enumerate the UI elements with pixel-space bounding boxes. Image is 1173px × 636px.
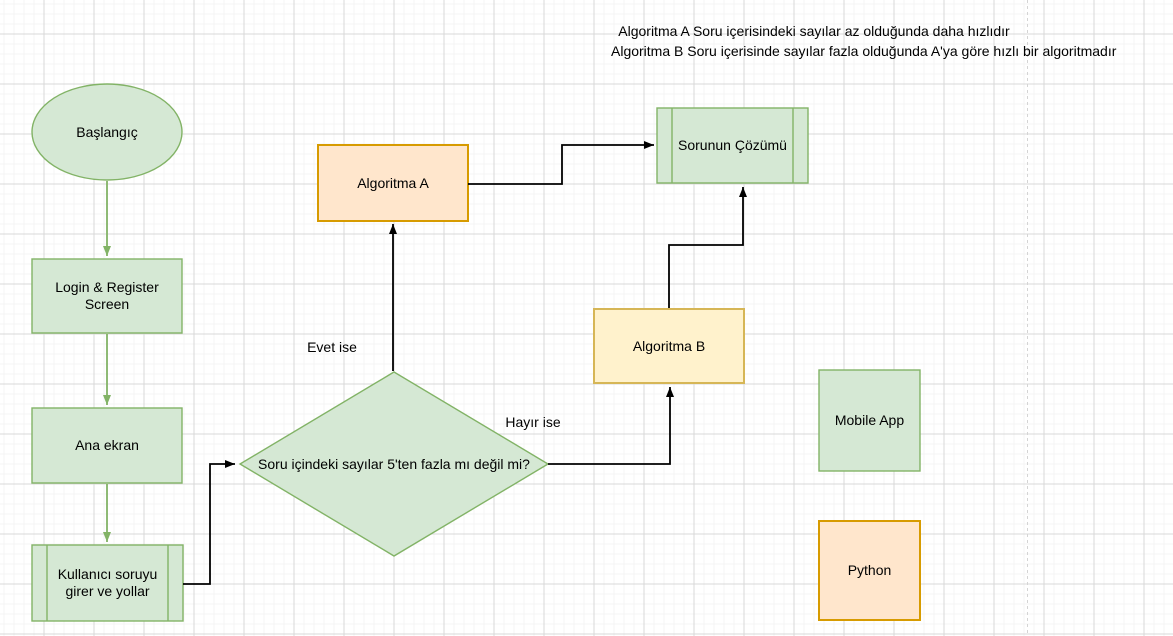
edge-label-evet-ise[interactable]: Evet ise	[307, 339, 357, 355]
node-baslangic[interactable]	[31, 83, 183, 181]
annotation-line-2[interactable]: Algoritma B Soru içerisinde sayılar fazl…	[611, 43, 1117, 59]
node-karar-diamond[interactable]	[238, 371, 550, 557]
node-mobile-app[interactable]	[818, 369, 921, 472]
node-kullanici-soru[interactable]	[31, 544, 184, 622]
annotation-line-1[interactable]: Algoritma A Soru içerisindeki sayılar az…	[618, 23, 1010, 39]
edge-karar-algoritma-b[interactable]	[548, 387, 674, 465]
edge-kullanici-karar[interactable]	[183, 460, 235, 585]
node-algoritma-a[interactable]	[317, 144, 469, 222]
node-ana-ekran[interactable]	[31, 407, 183, 484]
node-sorunun-cozumu[interactable]	[656, 107, 809, 184]
node-python[interactable]	[818, 520, 921, 621]
node-algoritma-b[interactable]	[593, 308, 745, 384]
edge-algoritma-b-cozum[interactable]	[668, 187, 747, 308]
node-login-register[interactable]	[31, 258, 183, 334]
edge-label-hayir-ise[interactable]: Hayır ise	[505, 414, 561, 430]
edge-algoritma-a-cozum[interactable]	[468, 141, 654, 185]
